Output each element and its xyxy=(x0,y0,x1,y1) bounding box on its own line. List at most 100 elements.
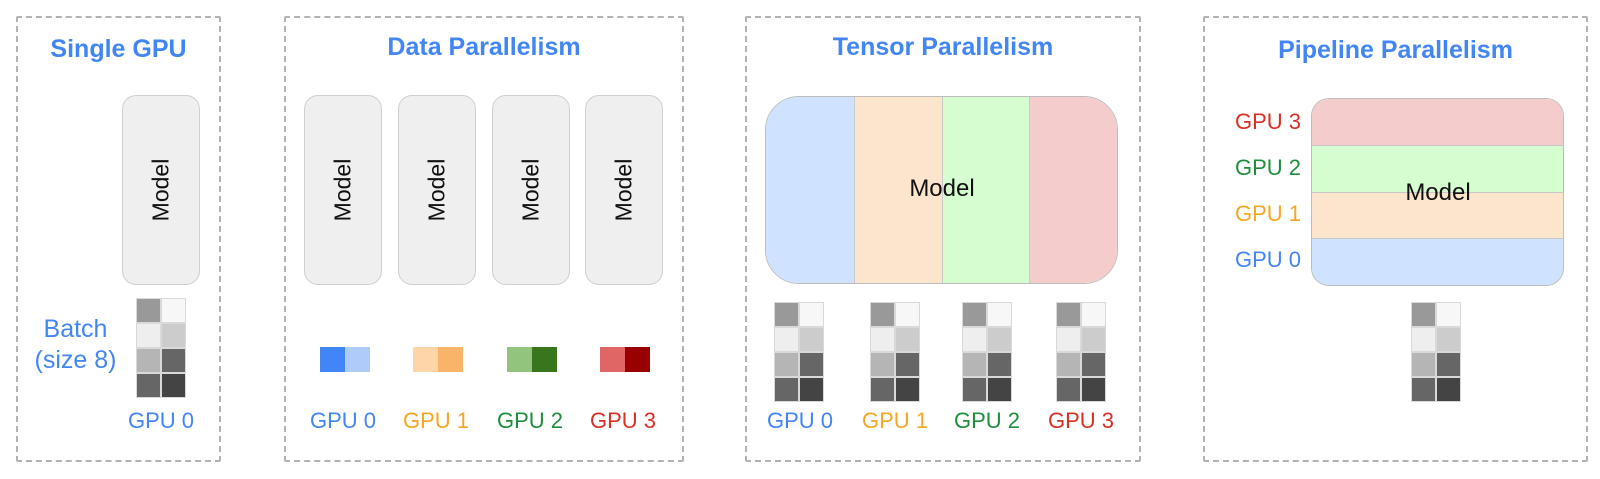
gpu2-label: GPU 2 xyxy=(496,408,564,433)
tensor-shard xyxy=(941,97,1030,283)
batch-cell xyxy=(774,302,799,327)
batch-cell xyxy=(1056,352,1081,377)
tensor-parallelism-panel: Tensor Parallelism Model GPU 0 GPU 1 GPU… xyxy=(745,16,1141,462)
gpu2-stage-label: GPU 2 xyxy=(1234,155,1301,180)
batch-grid xyxy=(1056,302,1106,402)
data-swatch xyxy=(625,347,650,372)
batch-cell xyxy=(136,348,161,373)
batch-cell xyxy=(870,352,895,377)
batch-cell xyxy=(161,373,186,398)
panel-title: Tensor Parallelism xyxy=(832,33,1054,61)
batch-cell xyxy=(1056,377,1081,402)
batch-cell xyxy=(870,377,895,402)
gpu2-data-slice xyxy=(507,347,557,372)
pipeline-stage xyxy=(1312,99,1563,145)
model-label: Model xyxy=(1405,179,1471,206)
batch-cell xyxy=(1436,302,1461,327)
batch-cell xyxy=(1411,327,1436,352)
data-swatch xyxy=(320,347,345,372)
data-parallelism-panel: Data Parallelism Model Model Model Model… xyxy=(284,16,684,462)
pipeline-stage xyxy=(1312,191,1563,239)
pipeline-model: Model xyxy=(1311,98,1564,286)
batch-cell xyxy=(799,377,824,402)
batch-cell xyxy=(1081,377,1106,402)
batch-cell xyxy=(1411,377,1436,402)
batch-grid xyxy=(136,298,186,398)
panel-title: Single GPU xyxy=(50,35,187,63)
batch-cell xyxy=(799,352,824,377)
model-box: Model xyxy=(122,95,200,285)
model-box: Model xyxy=(585,95,663,285)
model-label: Model xyxy=(329,158,356,222)
gpu-label: GPU 0 xyxy=(127,408,195,433)
batch-cell xyxy=(962,327,987,352)
batch-cell xyxy=(799,302,824,327)
batch-cell xyxy=(774,327,799,352)
batch-cell xyxy=(987,352,1012,377)
gpu1-label: GPU 1 xyxy=(402,408,470,433)
gpu1-label: GPU 1 xyxy=(861,408,929,433)
batch-cell xyxy=(774,377,799,402)
model-box: Model xyxy=(492,95,570,285)
batch-cell xyxy=(987,302,1012,327)
gpu1-data-slice xyxy=(413,347,463,372)
batch-cell xyxy=(1411,352,1436,377)
model-label: Model xyxy=(147,158,174,222)
data-swatch xyxy=(507,347,532,372)
batch-cell xyxy=(1081,302,1106,327)
tensor-shard xyxy=(1029,97,1117,283)
tensor-shard xyxy=(766,97,854,283)
gpu2-label: GPU 2 xyxy=(953,408,1021,433)
model-box: Model xyxy=(304,95,382,285)
batch-cell xyxy=(774,352,799,377)
gpu3-label: GPU 3 xyxy=(589,408,657,433)
batch-grid xyxy=(774,302,824,402)
batch-cell xyxy=(1081,352,1106,377)
single-gpu-panel: Single GPU Model Batch (size 8) GPU 0 xyxy=(16,16,221,462)
panel-title: Data Parallelism xyxy=(387,33,581,61)
batch-cell xyxy=(1436,377,1461,402)
batch-cell xyxy=(1436,327,1461,352)
gpu0-label: GPU 0 xyxy=(309,408,377,433)
batch-cell xyxy=(1056,302,1081,327)
batch-cell xyxy=(962,352,987,377)
batch-cell xyxy=(895,327,920,352)
data-swatch xyxy=(600,347,625,372)
batch-cell xyxy=(161,323,186,348)
batch-cell xyxy=(1081,327,1106,352)
batch-label: Batch (size 8) xyxy=(34,315,117,374)
batch-cell xyxy=(962,302,987,327)
model-label: Model xyxy=(423,158,450,222)
gpu1-stage-label: GPU 1 xyxy=(1234,201,1301,226)
batch-grid xyxy=(1411,302,1461,402)
batch-cell xyxy=(1411,302,1436,327)
gpu3-data-slice xyxy=(600,347,650,372)
gpu3-stage-label: GPU 3 xyxy=(1234,109,1301,134)
batch-cell xyxy=(799,327,824,352)
data-swatch xyxy=(345,347,370,372)
batch-cell xyxy=(895,352,920,377)
model-label: Model xyxy=(909,175,975,202)
batch-cell xyxy=(895,302,920,327)
pipeline-stage xyxy=(1312,144,1563,192)
batch-cell xyxy=(161,298,186,323)
batch-cell xyxy=(136,323,161,348)
batch-cell xyxy=(987,377,1012,402)
gpu0-data-slice xyxy=(320,347,370,372)
gpu0-label: GPU 0 xyxy=(766,408,834,433)
batch-cell xyxy=(136,298,161,323)
model-label: Model xyxy=(610,158,637,222)
tensor-model: Model xyxy=(765,96,1118,284)
data-swatch xyxy=(532,347,557,372)
pipeline-stage xyxy=(1312,238,1563,285)
data-swatch xyxy=(438,347,463,372)
panel-title: Pipeline Parallelism xyxy=(1278,36,1513,64)
batch-cell xyxy=(962,377,987,402)
batch-cell xyxy=(161,348,186,373)
tensor-shard xyxy=(853,97,942,283)
batch-grid xyxy=(962,302,1012,402)
pipeline-parallelism-panel: Pipeline Parallelism Model GPU 3 GPU 2 G… xyxy=(1203,16,1588,462)
batch-grid xyxy=(870,302,920,402)
batch-cell xyxy=(870,302,895,327)
data-swatch xyxy=(413,347,438,372)
